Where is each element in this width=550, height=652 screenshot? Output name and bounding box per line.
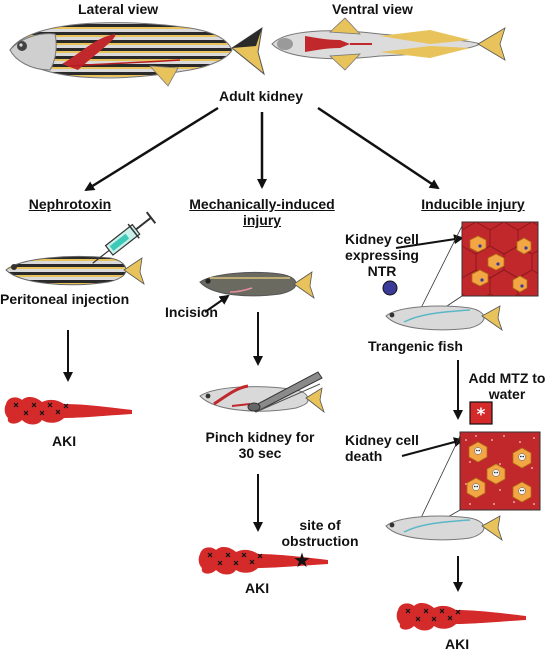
- top-arrows: [84, 106, 440, 192]
- svg-text:*: *: [477, 405, 486, 425]
- ntr-cell-icon: [382, 280, 398, 296]
- add-mtz-label: Add MTZ to water: [462, 370, 550, 402]
- mechanical-heading-line1: Mechanically-induced: [189, 196, 335, 212]
- ntr-pointer: [395, 234, 464, 249]
- site-line2: obstruction: [281, 533, 359, 549]
- mtz-line1: Add MTZ to: [468, 370, 546, 386]
- mtz-icon: *: [469, 401, 493, 425]
- mtz-line2: water: [488, 386, 526, 402]
- aki-label-middle: AKI: [245, 580, 270, 596]
- death-line1: Kidney cell: [345, 432, 419, 448]
- adult-kidney-label: Adult kidney: [219, 88, 304, 104]
- forceps-icon: [247, 371, 323, 413]
- nephrotoxin-heading: Nephrotoxin: [28, 196, 112, 212]
- site-line1: site of: [299, 517, 341, 533]
- transgenic-fish-label: Trangenic fish: [368, 338, 463, 354]
- aki-kidney-middle: [198, 546, 328, 575]
- aki-label-left: AKI: [52, 433, 77, 449]
- aki-kidney-right: [396, 602, 526, 631]
- transgenic-fish-treated: [385, 515, 503, 542]
- inducible-heading: Inducible injury: [421, 196, 525, 212]
- ntr-cell-label: Kidney cell expressing NTR: [342, 231, 422, 279]
- transgenic-fish: [385, 305, 503, 332]
- aki-label-right: AKI: [445, 636, 470, 652]
- pinch-line1: Pinch kidney for: [205, 429, 315, 445]
- site-of-obstruction-label: site of obstruction: [265, 517, 375, 549]
- cell-death-label: Kidney cell death: [345, 432, 419, 464]
- mechanical-heading: Mechanically-induced injury: [177, 196, 347, 228]
- obstruction-star-icon: ★: [293, 548, 311, 572]
- pinch-line2: 30 sec: [238, 445, 282, 461]
- cell-death-tissue-inset: [459, 431, 541, 511]
- incision-fish: [199, 271, 315, 300]
- peritoneal-injection-label: Peritoneal injection: [0, 291, 130, 307]
- death-connector-top: [419, 435, 461, 521]
- ntr-kidney-tissue-inset: [461, 221, 539, 297]
- ventral-view-label: Ventral view: [332, 1, 413, 17]
- death-line2: death: [345, 448, 383, 464]
- injection-fish: [5, 256, 145, 286]
- ntr-line1: Kidney cell: [345, 231, 419, 247]
- mechanical-heading-line2: injury: [242, 212, 282, 228]
- pinch-kidney-label: Pinch kidney for 30 sec: [195, 429, 325, 461]
- syringe-icon: [92, 211, 157, 264]
- lateral-view-fish: [9, 22, 265, 87]
- inset-connector-top: [419, 225, 463, 311]
- death-pointer: [401, 437, 464, 457]
- ntr-line2: expressing: [345, 247, 419, 263]
- aki-kidney-left: [4, 396, 132, 425]
- lateral-view-label: Lateral view: [78, 1, 159, 17]
- ventral-view-fish: [271, 17, 506, 71]
- incision-pointer: [204, 294, 230, 313]
- incision-label: Incision: [165, 304, 218, 320]
- ntr-line3: NTR: [367, 263, 397, 279]
